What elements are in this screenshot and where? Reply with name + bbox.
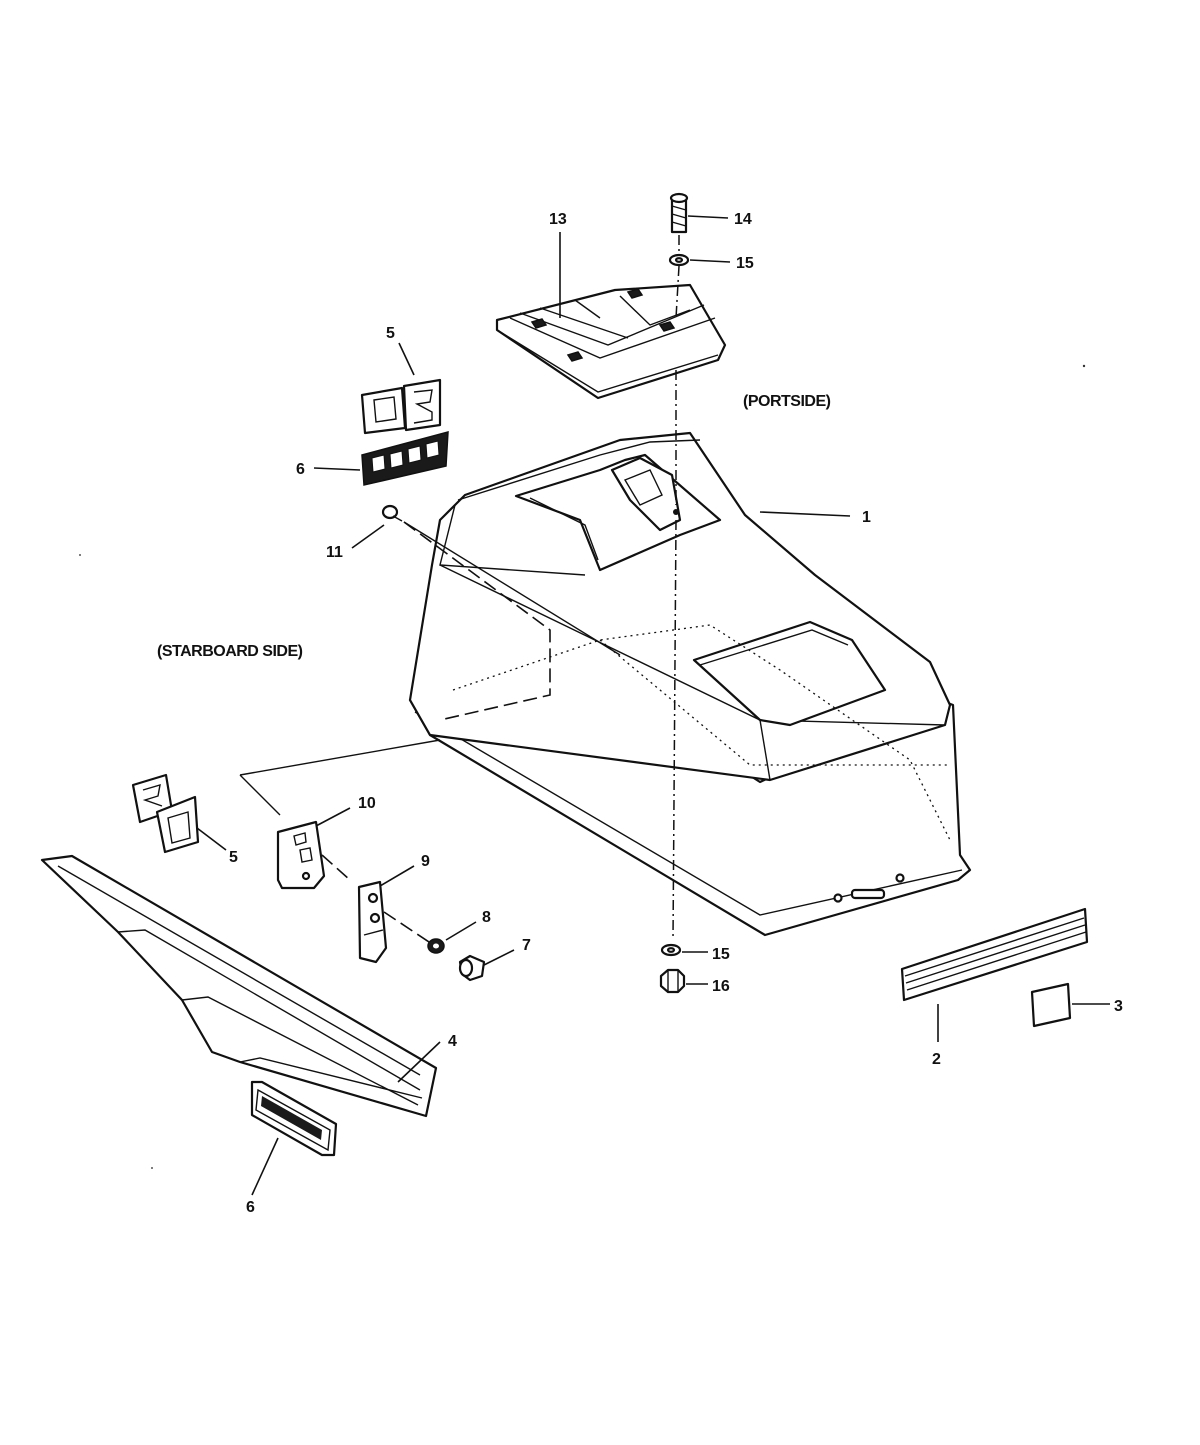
part-5-decal-upper — [360, 378, 442, 435]
part-13-cover-plate — [495, 283, 727, 400]
part-6-decal-upper — [361, 431, 449, 486]
callout-15-lower: 15 — [712, 946, 730, 963]
part-2-ribbed-decal — [900, 907, 1089, 1002]
scan-speck — [1082, 364, 1086, 368]
part-9-latch-plate — [357, 880, 388, 964]
callout-14: 14 — [734, 211, 752, 228]
part-5-decal-lower — [131, 773, 200, 854]
callout-1: 1 — [862, 509, 871, 526]
screw-centerline — [672, 235, 680, 941]
screw-11-line — [403, 521, 621, 656]
callout-6-lower: 6 — [246, 1199, 255, 1216]
part-1-top-cowl — [408, 431, 972, 937]
part-7-screw — [458, 954, 486, 982]
part-16-nut — [659, 968, 686, 994]
callout-2: 2 — [932, 1051, 941, 1068]
scan-speck — [151, 1167, 153, 1169]
callout-8: 8 — [482, 909, 491, 926]
part-10-bracket — [276, 820, 326, 890]
part-8-washer — [427, 938, 445, 954]
part-4-stripe-decal — [40, 854, 438, 1118]
scan-speck — [79, 554, 81, 556]
callout-3: 3 — [1114, 998, 1123, 1015]
part-15-washer-top — [668, 253, 690, 267]
callout-9: 9 — [421, 853, 430, 870]
starboard-side-label: (STARBOARD SIDE) — [157, 643, 303, 660]
part-14-screw — [669, 192, 689, 234]
callout-13: 13 — [549, 211, 567, 228]
callout-4: 4 — [448, 1033, 457, 1050]
callout-5-upper: 5 — [386, 325, 395, 342]
part-15-washer-bottom — [660, 943, 682, 957]
callout-11: 11 — [326, 544, 343, 561]
bracket-10-projection — [239, 739, 441, 816]
callout-7: 7 — [522, 937, 531, 954]
portside-label: (PORTSIDE) — [743, 393, 831, 410]
part-6-decal-lower — [250, 1080, 338, 1157]
callout-15-upper: 15 — [736, 255, 754, 272]
leader-lines — [196, 215, 1110, 1196]
callout-10: 10 — [358, 795, 376, 812]
part-11-screw — [381, 504, 403, 522]
callout-6-upper: 6 — [296, 461, 305, 478]
callout-numbers: 1 2 3 4 5 5 6 6 7 8 9 10 11 13 14 15 15 … — [229, 211, 1123, 1216]
screw-11-path — [403, 521, 551, 721]
part-3-label — [1030, 982, 1072, 1028]
callout-16: 16 — [712, 978, 730, 995]
callout-5-lower: 5 — [229, 849, 238, 866]
latch-alignment — [321, 854, 433, 945]
